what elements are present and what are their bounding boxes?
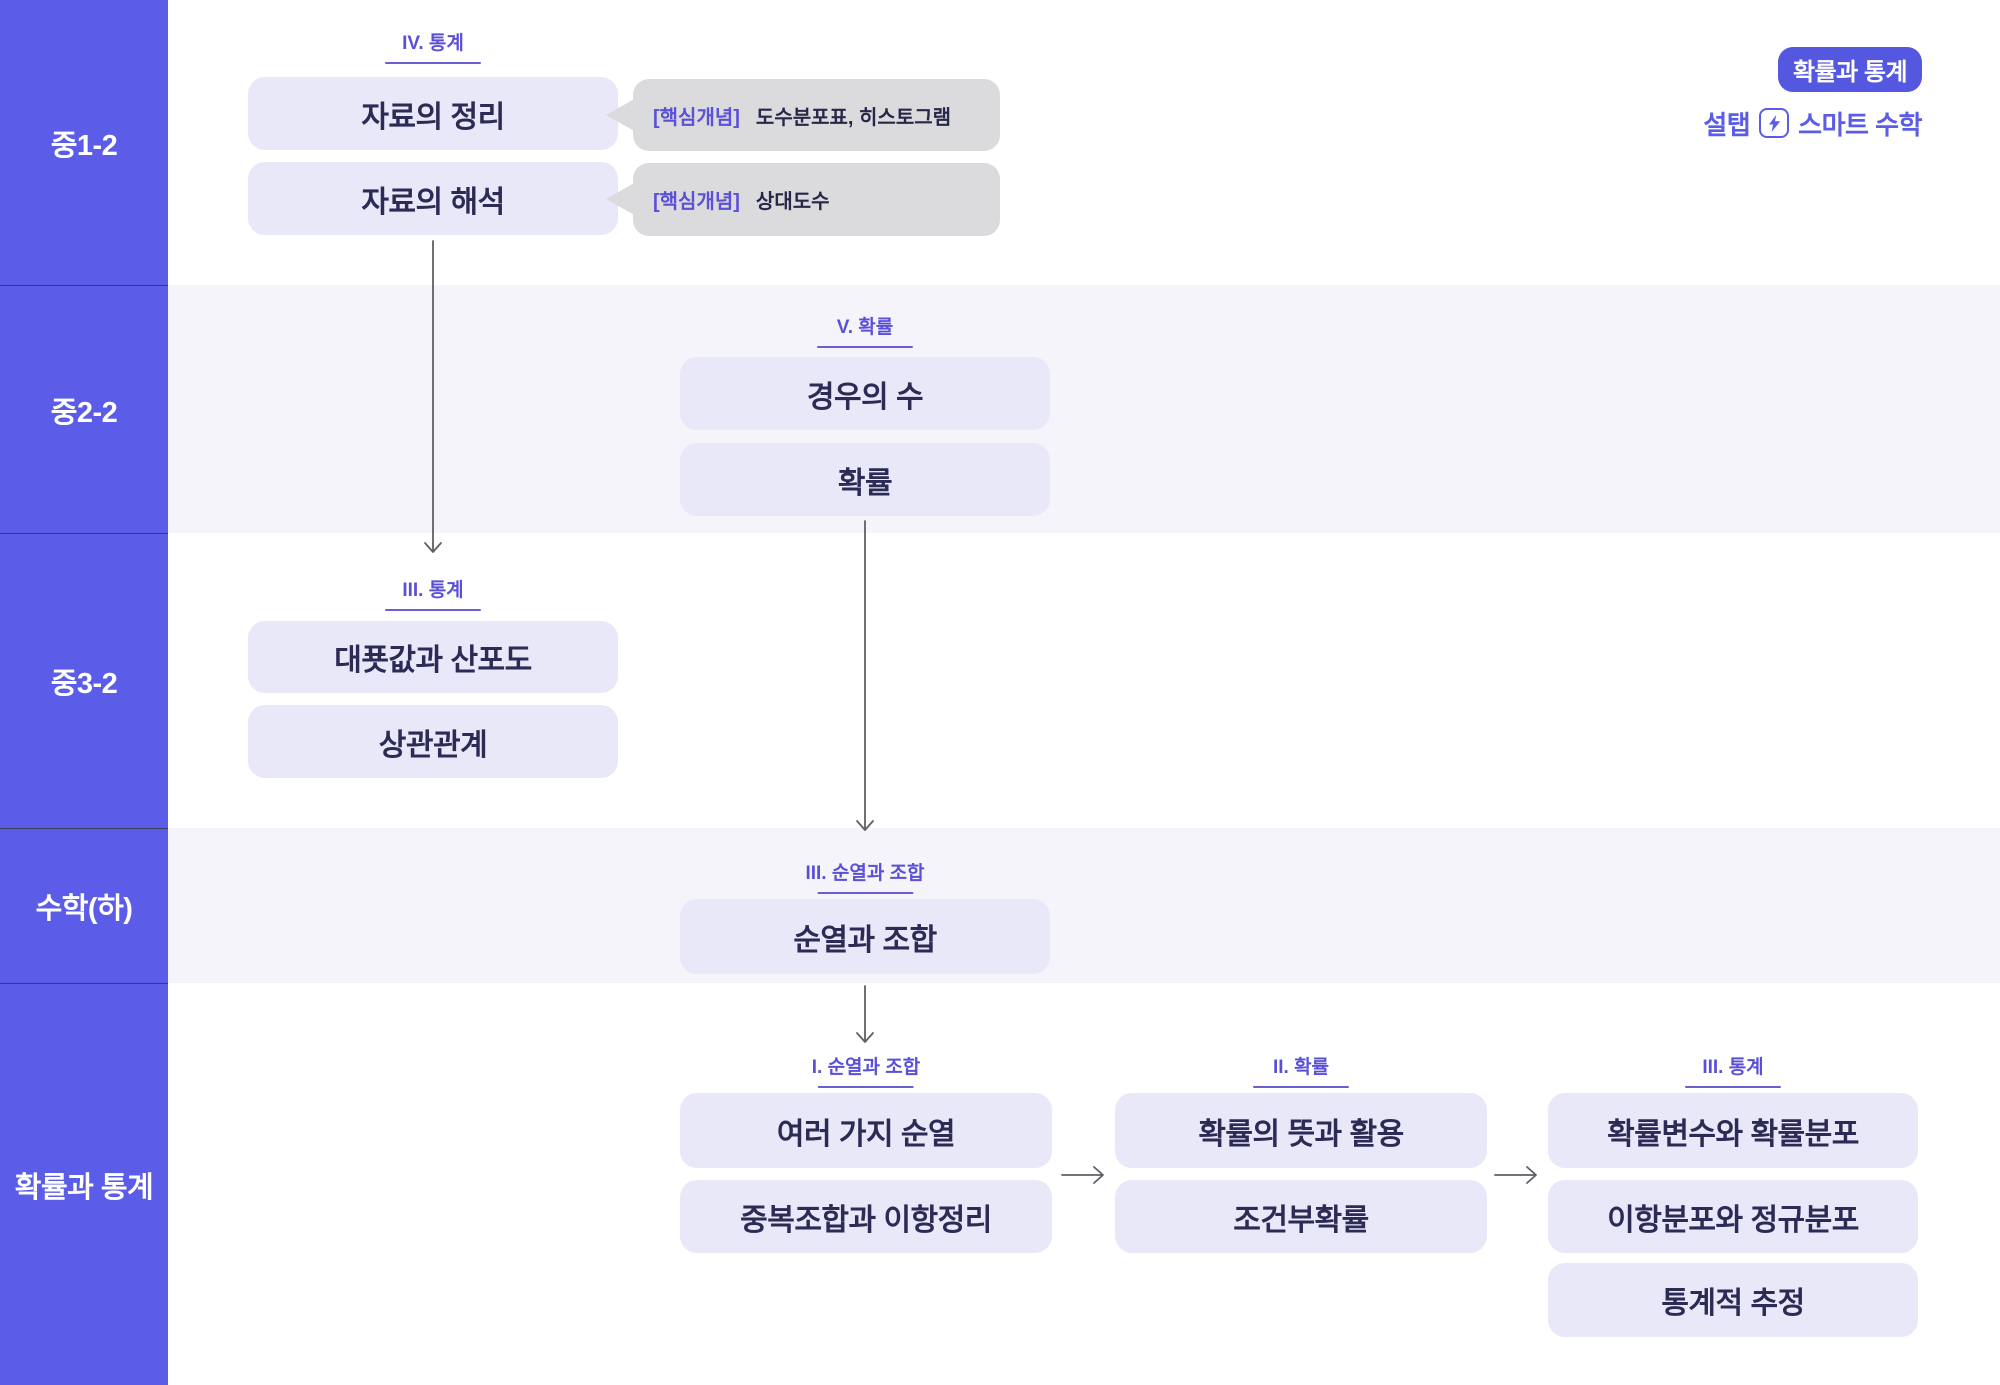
tooltip-text: 상대도수 [755, 191, 830, 213]
unit-underline [816, 892, 913, 894]
arrow-probability-to-perm-comb [856, 520, 874, 831]
box-permutation-combination: 순열과 조합 [680, 899, 1050, 974]
grade-sidebar: 중1-2 중2-2 중3-2 수학(하) 확률과 통계 [0, 0, 168, 1385]
unit-label-iii-stats-hs: III. 통계 [1685, 1052, 1781, 1088]
sidebar-grade-label: 중1-2 [50, 129, 118, 162]
tooltip-tag: [핵심개념] [653, 191, 740, 213]
sidebar-grade-jung3-2: 중3-2 [0, 533, 168, 828]
box-various-permutations: 여러 가지 순열 [680, 1093, 1052, 1168]
unit-underline [817, 346, 913, 348]
tooltip-pointer [606, 182, 636, 216]
unit-underline [385, 609, 481, 611]
box-data-organization: 자료의 정리 [248, 77, 618, 150]
box-binomial-normal-distribution: 이항분포와 정규분포 [1548, 1180, 1918, 1253]
unit-label-text: I. 순열과 조합 [811, 1057, 921, 1078]
subject-badge: 확률과 통계 [1778, 47, 1922, 92]
row-stripe-jung2-2 [168, 285, 2000, 533]
unit-label-ii-probability: II. 확률 [1253, 1052, 1349, 1088]
tooltip-pointer [606, 98, 636, 132]
brand-right-text: 스마트 수학 [1798, 109, 1922, 140]
unit-label-text: III. 통계 [1702, 1057, 1764, 1078]
unit-label-v-probability: V. 확률 [817, 312, 913, 348]
arrow-unit2-to-unit3 [1494, 1166, 1537, 1184]
box-correlation: 상관관계 [248, 705, 618, 778]
unit-label-text: II. 확률 [1272, 1057, 1330, 1078]
tooltip-key-concept-1: [핵심개념] 도수분포표, 히스토그램 [633, 79, 1000, 151]
unit-label-iii-stats-middle: III. 통계 [385, 575, 481, 611]
box-data-interpretation: 자료의 해석 [248, 162, 618, 235]
sidebar-grade-suhak-ha: 수학(하) [0, 828, 168, 983]
box-probability: 확률 [680, 443, 1050, 516]
unit-label-iii-perm-comb: III. 순열과 조합 [805, 858, 925, 894]
unit-label-text: III. 순열과 조합 [805, 863, 925, 884]
row-stripe-suhak-ha [168, 828, 2000, 983]
arrow-perm-comb-to-unit1 [856, 985, 874, 1043]
lightning-icon [1759, 108, 1790, 138]
sidebar-grade-label: 확률과 통계 [14, 1171, 154, 1204]
sidebar-grade-jung1-2: 중1-2 [0, 0, 168, 285]
unit-underline [817, 1086, 914, 1088]
sidebar-grade-label: 중2-2 [50, 396, 118, 429]
box-number-of-cases: 경우의 수 [680, 357, 1050, 430]
tooltip-key-concept-2: [핵심개념] 상대도수 [633, 163, 1000, 236]
sidebar-grade-label: 중3-2 [50, 668, 118, 700]
brand-logo: 설탭 스마트 수학 [1703, 105, 1922, 141]
box-conditional-probability: 조건부확률 [1115, 1180, 1487, 1253]
sidebar-grade-prob-stats: 확률과 통계 [0, 983, 168, 1385]
tooltip-tag: [핵심개념] [653, 106, 740, 129]
unit-label-iv-stats: IV. 통계 [385, 28, 481, 64]
box-statistical-estimation: 통계적 추정 [1548, 1263, 1918, 1337]
unit-label-i-perm-comb: I. 순열과 조합 [811, 1052, 921, 1088]
box-representative-values-dispersion: 대푯값과 산포도 [248, 621, 618, 693]
unit-label-text: V. 확률 [836, 317, 894, 338]
unit-label-text: IV. 통계 [402, 33, 464, 54]
sidebar-grade-jung2-2: 중2-2 [0, 285, 168, 533]
sidebar-grade-label: 수학(하) [35, 893, 133, 925]
unit-label-text: III. 통계 [402, 580, 464, 601]
box-random-variable-distribution: 확률변수와 확률분포 [1548, 1093, 1918, 1168]
arrow-unit1-to-unit2 [1061, 1166, 1104, 1184]
unit-underline [1253, 1086, 1349, 1088]
tooltip-text: 도수분포표, 히스토그램 [755, 106, 952, 129]
box-repeated-combination-binomial: 중복조합과 이항정리 [680, 1180, 1052, 1253]
unit-underline [1685, 1086, 1781, 1088]
unit-underline [385, 62, 481, 64]
brand-left-text: 설탭 [1703, 109, 1751, 140]
box-meaning-application-probability: 확률의 뜻과 활용 [1115, 1093, 1487, 1168]
